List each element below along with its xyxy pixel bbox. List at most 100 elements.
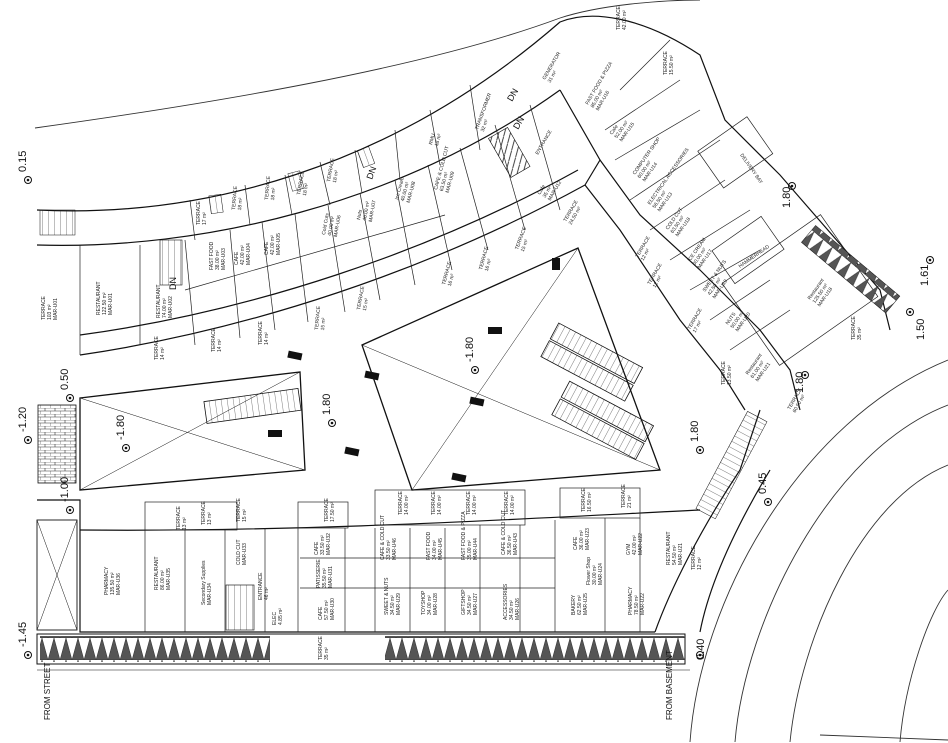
road-curves — [34, 0, 948, 743]
terrace-label-t5: TERRACE18 m² — [326, 157, 342, 183]
unit-label-u4: FAST FOOD38.00 m²MAR-U03 — [209, 241, 227, 270]
unit-label-u25: COLD CUTMAR-U33 — [236, 539, 248, 565]
terrace-label-t3: TERRACE18 m² — [264, 175, 278, 201]
terrace-label-t4: TERRACE18 m² — [296, 170, 312, 196]
terrace-label-t6: TERRACE14 m² — [154, 335, 166, 360]
escalators — [203, 322, 655, 460]
columns — [268, 258, 560, 483]
dn-marker-west: DN — [168, 277, 178, 290]
unit-label-u27: PATISSERIE35.50 m²MAR-U31 — [316, 559, 334, 588]
terrace-label-t27: TERRACE12 m² — [691, 545, 703, 570]
unit-label-u16: COLD CUT63.50 m²MAR-U18 — [665, 207, 694, 238]
south-wing — [37, 409, 771, 633]
terrace-label-t18: TERRACE13 m² — [201, 500, 213, 525]
unit-labels: TERRACE103 m²MAR-U01 RESTAURANT122.50 m²M… — [41, 5, 863, 660]
unit-label-u1: TERRACE103 m²MAR-U01 — [41, 295, 59, 320]
terrace-label-t16: TERRACE17 m² — [687, 307, 710, 334]
level-left-100: -1.00 — [59, 477, 71, 502]
unit-label-u41: RESTAURANT54.50 m²MAR-U21 — [666, 531, 684, 565]
terrace-label-t1: TERRACE17 m² — [196, 200, 208, 225]
north-stairs — [39, 127, 531, 236]
unit-label-u36: ACCESSORIES34.50 m²MAR-U26 — [503, 583, 521, 620]
south-partitions — [144, 487, 641, 632]
terrace-label-t8: TERRACE14 m² — [258, 320, 270, 345]
hammerhead-label: HAMMERHEAD — [738, 244, 771, 270]
unit-label-u49: TERRACE42.00 m² — [616, 5, 628, 30]
unit-label-u23: RESTAURANT86.00 m²MAR-U35 — [154, 556, 172, 590]
unit-label-u18: SWEET & NUTS42.50 m²MAR-U19 — [702, 259, 739, 301]
level-right-180-c: 1.80 — [781, 187, 793, 208]
atrium-voids — [79, 247, 661, 491]
unit-label-u13: Cafe52.00 m²MAR-U15 — [609, 115, 636, 143]
unit-label-u38: CAFE36.00 m²MAR-U23 — [573, 528, 591, 550]
unit-label-u40: GYM42.00 m²MAR-U22 — [626, 533, 644, 555]
unit-label-u31: FAST FOOD & PIZZA35.00 m²MAR-U44 — [461, 511, 479, 560]
unit-label-u51: TERRACE24.50 m² — [563, 199, 586, 226]
unit-label-u15: ELECTRICAL ACCESSORIES56.50 m²MAR-U13 — [647, 147, 701, 213]
dn-marker-north: DN — [505, 87, 520, 103]
unit-label-u5: CAFE42.00 m²MAR-U04 — [234, 243, 252, 265]
terrace-label-t12: TERRACE16 m² — [478, 245, 496, 272]
unit-label-u28: CAFE57.50 m²MAR-U30 — [318, 598, 336, 620]
dn-marker-center: DN — [364, 165, 378, 181]
terrace-label-t20: TERRACE17.50 m² — [324, 497, 336, 522]
terrace-label-t25: TERRACE16.50 m² — [581, 487, 593, 512]
unit-label-u6: CAFE42.00 m²MAR-U05 — [264, 233, 282, 255]
level-right-040: 0.40 — [695, 639, 707, 660]
terrace-label-t11: TERRACE16 m² — [441, 260, 459, 287]
level-markers: 0.15 0.50 -1.20 -1.00 -1.45 -1.80 1.80 -… — [17, 151, 934, 660]
level-right-180-b: 1.80 — [794, 372, 806, 393]
terrace-label-t23: TERRACE14.00 m² — [466, 490, 478, 515]
terrace-label-t14: TERRACE12 m² — [635, 235, 658, 262]
terrace-label-t13: TERRACE15 m² — [514, 226, 534, 253]
terrace-label-t15: TERRACE12 m² — [647, 262, 670, 289]
entrance-north: ENTRANCE — [535, 129, 554, 156]
unit-label-u39: Flower Shop30.00 m²MAR-U24 — [586, 557, 604, 585]
unit-label-u12: FAST FOOD & PIZZA85.00 m²MAR-U16 — [585, 60, 625, 112]
unit-label-u2: RESTAURANT122.50 m²MAR-U01 — [96, 281, 114, 315]
unit-label-u22: PHARMACY135.50 m²MAR-U36 — [104, 566, 122, 595]
unit-label-u45: TERRACE35 m² — [318, 635, 330, 660]
unit-label-u17: ICE CREAM60.00 m²MAR-U17 — [687, 237, 718, 270]
unit-label-u34: TOYSHOP34.00 m²MAR-U28 — [421, 590, 439, 615]
unit-label-u3: RESTAURANT74.00 m²MAR-U02 — [156, 284, 174, 318]
level-left-050: 0.50 — [59, 369, 71, 390]
north-partitions — [79, 84, 561, 355]
terrace-label-t9: TERRACE15 m² — [314, 305, 328, 331]
label-from-basement: FROM BASEMENT — [665, 650, 674, 720]
unit-label-u48: RMU18 m² — [428, 131, 443, 147]
unit-label-u54: TERRACE13.50 m² — [721, 360, 733, 385]
level-right-161: 1.61 — [919, 265, 931, 286]
terrace-label-t10: TERRACE15 m² — [356, 285, 372, 311]
unit-label-u42: PHARMACY78.50 m²MAR-U22 — [628, 586, 646, 615]
unit-label-u24: Secondary SuppliesMAR-U34 — [201, 560, 213, 605]
terrace-label-t21: TERRACE14.00 m² — [398, 490, 410, 515]
terrace-label-t2: TERRACE18 m² — [231, 185, 245, 211]
level-right-045: 0.45 — [757, 473, 769, 494]
level-void-center-b: -1.80 — [464, 337, 476, 362]
unit-label-u7: Cold Cuts40.00 m²MAR-U06 — [321, 212, 343, 237]
unit-label-u44: ELEC4.85 m² — [272, 608, 284, 625]
unit-label-u26: CAFE33.50 m²MAR-U32 — [314, 533, 332, 555]
level-void-center-a: 1.80 — [321, 394, 333, 415]
terrace-label-t17: TERRACE13 m² — [176, 505, 188, 530]
east-partitions — [604, 39, 879, 366]
level-top-015: 0.15 — [17, 151, 29, 172]
delivery-bay: DELIVERY BAY — [738, 153, 764, 186]
unit-label-u35: GIFTSHOP34.50 m²MAR-U27 — [461, 589, 479, 615]
level-void-left: -1.80 — [115, 415, 127, 440]
unit-label-u21: Restaurant125.50 m²MAR-U18 — [807, 277, 836, 308]
unit-label-u11: Cafe35 m²MAR-U12 — [537, 174, 564, 202]
east-ramp — [695, 225, 901, 520]
unit-label-u30: FAST FOOD34.00 m²MAR-U45 — [426, 531, 444, 560]
west-stair — [36, 239, 183, 631]
unit-label-u29: CAFE & COLD CUT33.50 m²MAR-U46 — [380, 515, 398, 560]
terrace-label-t7: TERRACE14 m² — [211, 327, 223, 352]
unit-label-u50: TERRACE15.50 m² — [663, 50, 675, 75]
unit-label-u20: Restaurant61.00 m²MAR-U21 — [745, 352, 774, 383]
level-left-120: -1.20 — [17, 407, 29, 432]
unit-label-u37: BAKERY62.50 m²MAR-U25 — [571, 593, 589, 615]
label-from-street: FROM STREET — [43, 663, 52, 720]
unit-label-u32: CAFE & COLD CUT36.50 m²MAR-U43 — [501, 510, 519, 555]
unit-label-u52: TERRACE35 m² — [851, 315, 863, 340]
